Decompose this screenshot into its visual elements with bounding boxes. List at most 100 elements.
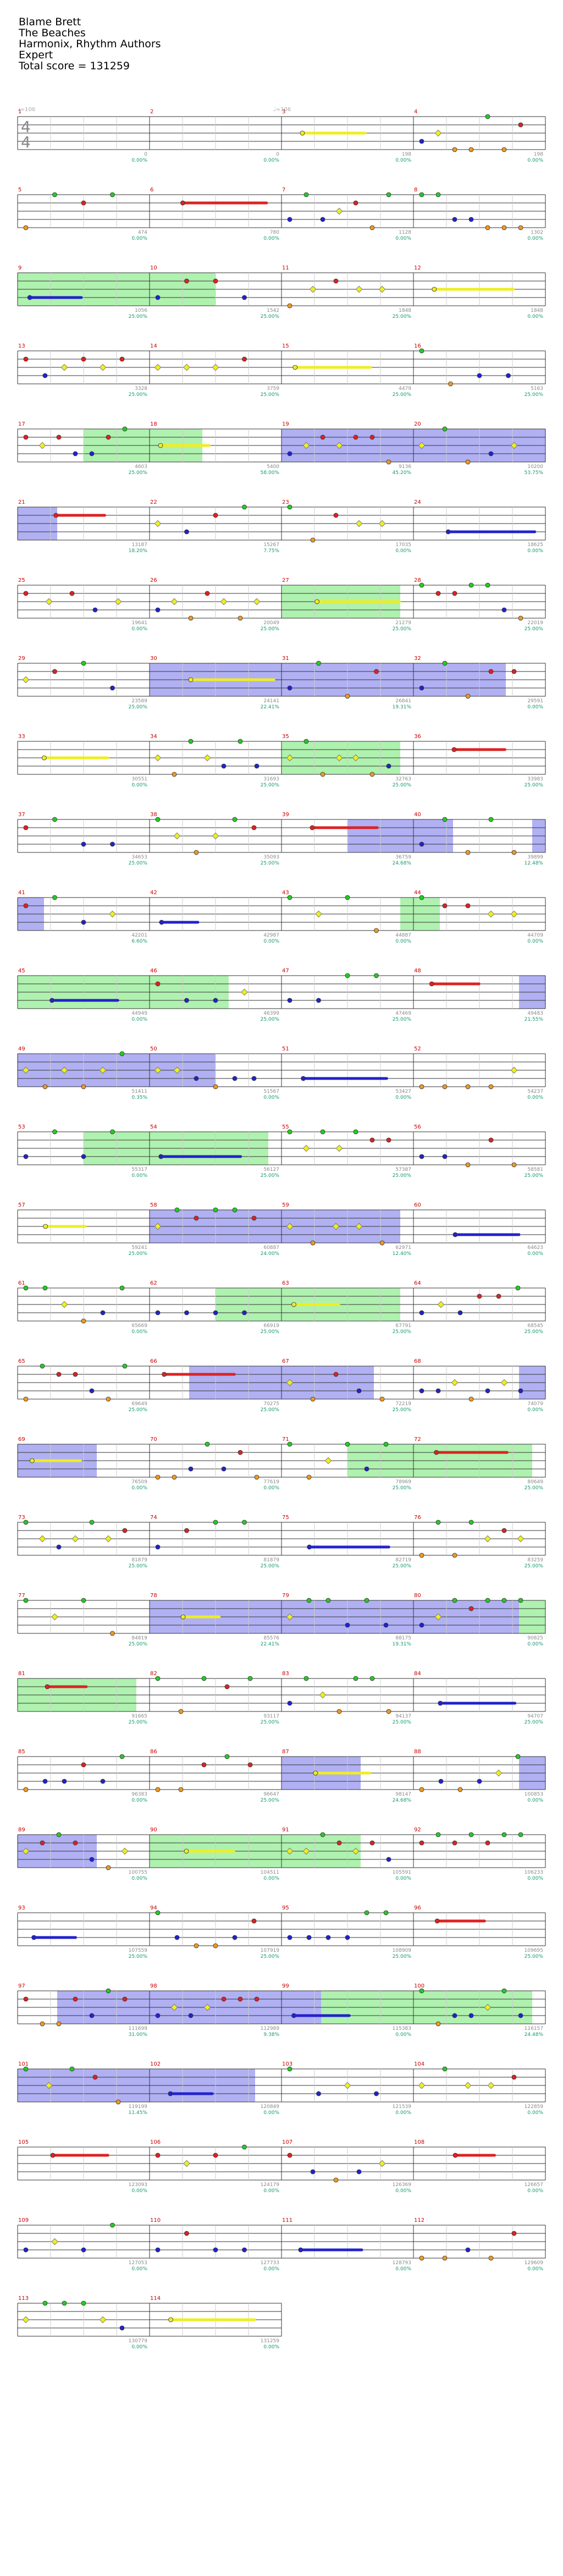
measure-number: 109 [18,2217,29,2223]
measure-number: 32 [414,656,421,662]
orange-note [379,1396,385,1402]
red-note [247,1762,253,1768]
red-note [468,1606,474,1611]
yellow-note [30,1458,35,1463]
measure-number: 11 [282,265,289,271]
yellow-note [484,2003,492,2011]
blue-note [356,1388,362,1394]
measure-percent: 0.00% [263,2266,279,2272]
yellow-note [38,442,46,449]
measure-score: 107919 [261,1948,280,1953]
red-note [369,434,375,440]
orange-note [442,1084,448,1089]
green-note [232,817,238,822]
blue-note [485,1388,490,1394]
blue-note [155,1310,161,1315]
measure-percent: 0.00% [263,2110,279,2116]
red-note [477,1293,482,1299]
yellow-note [434,1613,442,1621]
measure-number: 71 [282,1436,289,1443]
green-note [419,895,424,900]
measure-number: 55 [282,1124,289,1130]
green-note [287,504,292,510]
blue-note [100,1779,106,1784]
blue-note [298,2247,303,2253]
measure-score: 60887 [263,1245,279,1251]
measure-percent: 0.00% [527,1251,543,1257]
measure-percent: 21.55% [525,1017,544,1022]
blue-note [477,1779,482,1784]
measure-score: 19641 [131,620,147,626]
blue-note [168,2091,173,2096]
red-note [374,669,379,674]
measure-percent: 0.00% [527,2110,543,2116]
red-note [52,669,57,674]
red-note [369,1840,375,1846]
measure-number: 49 [18,1046,25,1052]
measure-percent: 24.68% [393,1798,412,1803]
measure-percent: 25.00% [261,392,280,398]
measure-number: 112 [414,2217,424,2223]
orange-note [194,1943,199,1948]
measure-score: 36759 [395,855,411,860]
blue-note [81,1154,86,1159]
yellow-note [71,1535,79,1543]
red-note [488,669,494,674]
green-note [303,739,309,744]
measure-percent: 24.48% [525,2032,544,2038]
measure-score: 77619 [263,1479,279,1485]
blue-note [221,1466,227,1472]
blue-note [287,1700,292,1706]
yellow-note [180,1614,186,1620]
yellow-note [220,598,228,606]
measure-percent: 25.00% [129,314,148,320]
yellow-note [41,755,47,761]
measure-number: 95 [282,1905,289,1911]
red-note [221,1996,227,2002]
blue-note [213,2247,218,2253]
red-note [180,200,185,206]
green-note [364,1910,369,1916]
green-note [205,1441,210,1447]
green-note [62,2300,67,2306]
green-note [501,1832,507,1837]
blue-note [301,1076,306,1081]
green-note [155,817,161,822]
song-charter: Harmonix, Rhythm Authors [19,38,161,50]
green-note [52,895,57,900]
measure-score: 1848 [531,308,543,313]
measure-score: 74079 [527,1401,543,1407]
measure-percent: 0.00% [131,2344,147,2350]
measure-percent: 24.68% [393,861,412,866]
measure-number: 48 [414,968,421,974]
measure-score: 13187 [131,542,147,548]
yellow-note [114,598,122,606]
measure-percent: 0.00% [263,2188,279,2194]
measure-number: 103 [282,2061,292,2067]
measure-percent: 0.00% [527,1876,543,1881]
measure-percent: 18.20% [129,548,148,554]
yellow-note [487,910,495,918]
measure-number: 65 [18,1358,25,1364]
orange-note [369,772,375,777]
yellow-note [437,1301,445,1308]
measure-score: 9136 [399,464,411,470]
blue-note [287,451,292,456]
red-note [73,1996,78,2002]
measure-number: 28 [414,577,421,584]
measure-percent: 25.00% [261,861,280,866]
red-note [518,122,523,128]
red-note [213,2153,218,2158]
measure-percent: 0.00% [395,2188,411,2194]
measure-score: 0 [276,152,279,157]
measure-number: 43 [282,890,289,896]
orange-note [488,1084,494,1089]
orange-note [172,772,177,777]
measure-number: 100 [414,1983,424,1989]
measure-score: 15267 [263,542,279,548]
blue-note [452,2013,457,2018]
measure-percent: 0.00% [131,158,147,163]
measure-percent: 25.00% [129,1407,148,1413]
measure-number: 74 [150,1515,157,1521]
